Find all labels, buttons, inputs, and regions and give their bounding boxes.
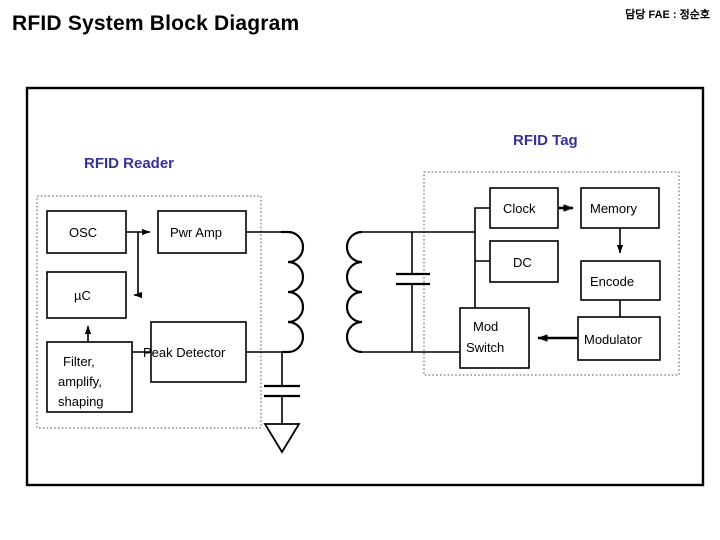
block-clock-label: Clock: [503, 201, 536, 216]
block-clock[interactable]: Clock: [489, 187, 559, 229]
reader-antenna-coil: [281, 230, 305, 354]
block-modulator[interactable]: Modulator: [577, 316, 661, 361]
block-peak-detector-label: Peak Detector: [143, 345, 226, 360]
diagram-outer-frame: [25, 86, 705, 487]
tag-antenna-coil: [345, 230, 363, 354]
block-filter-label-line3: shaping: [58, 394, 104, 409]
block-encode[interactable]: Encode: [580, 260, 661, 301]
block-osc[interactable]: OSC: [46, 210, 127, 254]
block-memory[interactable]: Memory: [580, 187, 660, 229]
block-filter-label-line2: amplify,: [58, 374, 102, 389]
block-mcu-label: µC: [74, 288, 91, 303]
reader-capacitor: [264, 384, 300, 398]
wire-osc-to-mcu: [133, 232, 143, 299]
block-pwr-amp[interactable]: Pwr Amp: [157, 210, 247, 254]
block-memory-label: Memory: [590, 201, 637, 216]
page-title: RFID System Block Diagram: [12, 12, 300, 35]
block-dc[interactable]: DC: [489, 240, 559, 283]
block-modulator-label: Modulator: [584, 332, 642, 347]
block-osc-label: OSC: [69, 225, 97, 240]
block-peak-detector[interactable]: Peak Detector: [143, 321, 247, 383]
tag-group-label: RFID Tag: [513, 132, 578, 149]
reader-ground-symbol: [263, 423, 301, 454]
block-filter-label-line1: Filter,: [63, 354, 95, 369]
block-mod-switch[interactable]: Mod Switch: [459, 307, 530, 369]
wire-rail-to-clock: [474, 207, 490, 232]
block-mod-switch-label-line1: Mod: [473, 319, 498, 334]
fae-credit-label: 담당 FAE : 정순호: [625, 9, 710, 21]
wire-rail-to-dc: [474, 232, 490, 262]
block-filter-amplify-shaping[interactable]: Filter, amplify, shaping: [46, 341, 133, 413]
block-mod-switch-label-line2: Switch: [466, 340, 504, 355]
block-mcu[interactable]: µC: [46, 271, 127, 319]
reader-group-label: RFID Reader: [84, 155, 174, 172]
block-encode-label: Encode: [590, 274, 634, 289]
tag-capacitor: [396, 272, 430, 286]
block-pwr-amp-label: Pwr Amp: [170, 225, 222, 240]
block-dc-label: DC: [513, 255, 532, 270]
